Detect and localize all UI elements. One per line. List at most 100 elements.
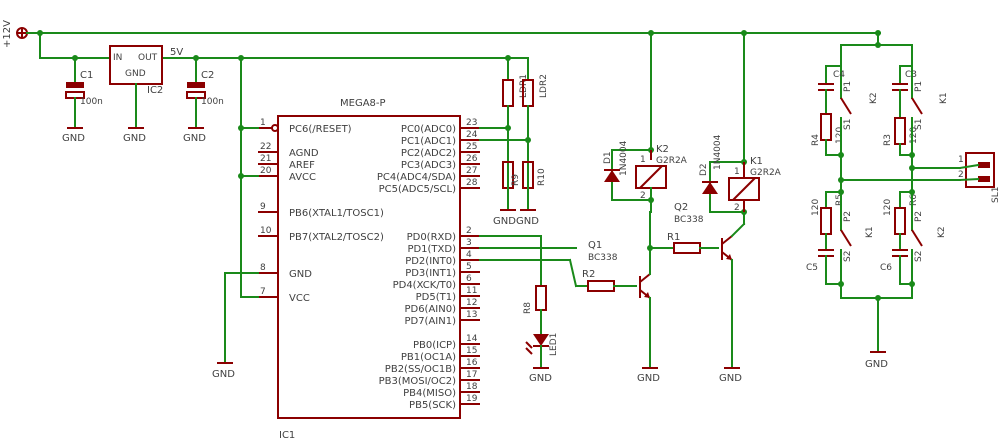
mcu-pin-number: 24 xyxy=(466,130,478,140)
mcu-pin-label: PC0(ADC0) xyxy=(401,124,456,135)
svg-text:S2: S2 xyxy=(843,251,853,262)
svg-text:K2: K2 xyxy=(937,226,947,238)
mcu-pin-label: PD0(RXD) xyxy=(407,232,456,243)
mcu-pin-label: PD1(TXD) xyxy=(407,244,456,255)
svg-text:Q2: Q2 xyxy=(674,202,688,213)
svg-text:LED1: LED1 xyxy=(549,333,559,356)
mcu-pin-label: PD7(AIN1) xyxy=(404,316,456,327)
led-branch: R8 LED1 GND xyxy=(479,235,559,384)
ldr-network: LDR1 LDR2 R9 R10 GND GND xyxy=(479,57,549,227)
driver-q1: R2 Q1 BC338 GND xyxy=(479,211,660,384)
mcu-pin-label: PB1(OC1A) xyxy=(401,352,456,363)
switch-contact xyxy=(840,229,852,247)
relay-k2-coil: D1 1N4004 1 2 K2 G2R2A xyxy=(603,32,688,213)
mcu-pin-label: PD4(XCK/T0) xyxy=(393,280,456,291)
reset-bubble-icon xyxy=(271,124,279,132)
svg-text:R1: R1 xyxy=(667,232,680,243)
resistor-r8 xyxy=(535,285,547,311)
svg-text:BC338: BC338 xyxy=(674,215,704,225)
mcu-pin-label: AGND xyxy=(289,148,319,159)
switch-contact xyxy=(840,97,852,115)
mcu-pin-number: 23 xyxy=(466,118,477,128)
svg-text:P1: P1 xyxy=(914,81,924,92)
resistor-r1 xyxy=(673,242,701,254)
svg-text:GND: GND xyxy=(123,133,146,144)
svg-text:1: 1 xyxy=(958,155,964,165)
mcu-body xyxy=(277,115,461,419)
svg-text:2: 2 xyxy=(958,170,964,180)
resistor-r5 xyxy=(820,207,832,235)
led-icon xyxy=(533,334,549,346)
mcu-pin-label: VCC xyxy=(289,293,310,304)
mcu-pin-label: PD2(INT0) xyxy=(405,256,456,267)
svg-text:K1: K1 xyxy=(939,92,949,104)
svg-text:120: 120 xyxy=(811,199,821,216)
mcu-pin-number: 7 xyxy=(260,287,266,297)
ic2-out-label: OUT xyxy=(138,53,158,63)
svg-text:1N4004: 1N4004 xyxy=(619,140,629,176)
resistor-r2 xyxy=(587,280,615,292)
mcu-pin-number: 26 xyxy=(466,154,478,164)
svg-text:R3: R3 xyxy=(883,134,893,146)
svg-text:P1: P1 xyxy=(843,81,853,92)
svg-text:Q1: Q1 xyxy=(588,240,602,251)
mcu-pin-label: PD3(INT1) xyxy=(405,268,456,279)
svg-text:100n: 100n xyxy=(201,97,224,107)
mcu-pin-number: 13 xyxy=(466,310,477,320)
svg-text:K1: K1 xyxy=(750,156,763,167)
svg-text:G2R2A: G2R2A xyxy=(656,156,688,166)
svg-text:C3: C3 xyxy=(905,70,917,80)
svg-text:C1: C1 xyxy=(80,70,93,81)
bridge-network: C4 R4 120 P1 S1 K2 C3 R3 120 P1 S1 K1 xyxy=(806,32,961,370)
mcu-pin-label: PC6(/RESET) xyxy=(289,124,352,135)
driver-q2: R1 Q2 BC338 GND xyxy=(479,202,746,384)
svg-text:R9: R9 xyxy=(511,174,521,186)
supply-12v-label: +12V xyxy=(2,20,13,48)
mcu-pin-number: 3 xyxy=(466,238,472,248)
mcu-pin-number: 9 xyxy=(260,202,266,212)
mcu-pin-label: PC4(ADC4/SDA) xyxy=(377,172,456,183)
supply-rails: +12V 5V xyxy=(2,20,881,61)
switch-contact xyxy=(911,97,923,115)
diode-d2-icon xyxy=(702,182,718,194)
svg-text:GND: GND xyxy=(516,216,539,227)
svg-text:GND: GND xyxy=(183,133,206,144)
resistor-r4 xyxy=(820,113,832,141)
mcu-pin-number: 11 xyxy=(466,286,477,296)
capacitor-c1: C1 100n GND xyxy=(62,57,103,144)
mcu-ic1: MEGA8-P IC1 1PC6(/RESET)22AGND21AREF20AV… xyxy=(258,98,480,441)
mcu-pin-label: PC2(ADC2) xyxy=(401,148,456,159)
ic2-name: IC2 xyxy=(147,85,163,96)
mcu-part: MEGA8-P xyxy=(340,98,386,109)
svg-text:C4: C4 xyxy=(833,70,845,80)
svg-text:K2: K2 xyxy=(656,144,669,155)
svg-text:R6: R6 xyxy=(909,194,919,206)
svg-text:R10: R10 xyxy=(537,168,547,186)
mcu-pin-number: 1 xyxy=(260,118,266,128)
svg-text:GND: GND xyxy=(212,369,235,380)
svg-text:1: 1 xyxy=(640,155,646,165)
svg-text:S1: S1 xyxy=(843,119,853,130)
ic2-in-label: IN xyxy=(113,53,122,63)
resistor-r6 xyxy=(894,207,906,235)
svg-text:100n: 100n xyxy=(80,97,103,107)
mcu-pin-label: AREF xyxy=(289,160,315,171)
mcu-pin-number: 17 xyxy=(466,370,477,380)
diode-d1-icon xyxy=(604,170,620,182)
mcu-pin-number: 27 xyxy=(466,166,477,176)
svg-text:GND: GND xyxy=(62,133,85,144)
svg-text:C5: C5 xyxy=(806,263,818,273)
mcu-pin-number: 16 xyxy=(466,358,478,368)
mcu-pin-number: 15 xyxy=(466,346,477,356)
mcu-pin-label: PD5(T1) xyxy=(416,292,456,303)
mcu-pin-label: PB5(SCK) xyxy=(409,400,456,411)
ldr1 xyxy=(502,79,514,107)
svg-text:C6: C6 xyxy=(880,263,892,273)
svg-text:C2: C2 xyxy=(201,70,214,81)
mcu-pin-number: 10 xyxy=(260,226,272,236)
svg-text:R8: R8 xyxy=(523,302,533,314)
mcu-pin-number: 18 xyxy=(466,382,478,392)
svg-text:P2: P2 xyxy=(843,211,853,222)
svg-text:K1: K1 xyxy=(865,226,875,238)
